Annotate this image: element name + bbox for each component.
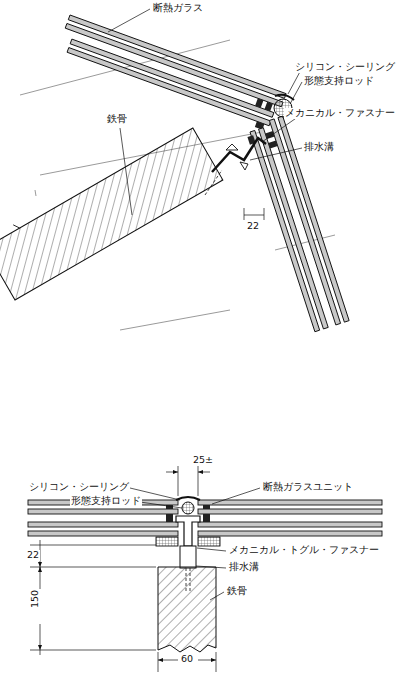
dimension: 60 [180, 654, 194, 665]
part-label: シリコン・シーリング [28, 482, 130, 493]
dimension: 150 [30, 589, 41, 609]
glass-panel [245, 116, 349, 333]
part-label: 排水溝 [303, 142, 335, 153]
part-label: メカニカル・トグル・ファスナー [228, 545, 380, 556]
dimension: 25± [192, 455, 214, 466]
part-label: 鉄骨 [106, 114, 128, 125]
part-label: シリコン・シーリング [294, 62, 396, 73]
part-label: メカニカル・ファスナー [284, 108, 396, 119]
fastener [212, 138, 266, 172]
part-label: 形態支持ロッド [303, 76, 375, 87]
dimension: 22 [246, 221, 260, 232]
part-label: 形態支持ロッド [70, 496, 142, 507]
part-label: 断熱ガラス [152, 3, 204, 14]
glass-panel [56, 15, 286, 133]
steel-member [158, 567, 216, 652]
steel-member [0, 123, 223, 300]
dimension: 22 [26, 550, 40, 561]
toggle-fastener [176, 516, 200, 546]
part-label: 鉄骨 [226, 586, 248, 597]
part-label: 排水溝 [228, 562, 260, 573]
part-label: 断熱ガラスユニット [262, 482, 354, 493]
